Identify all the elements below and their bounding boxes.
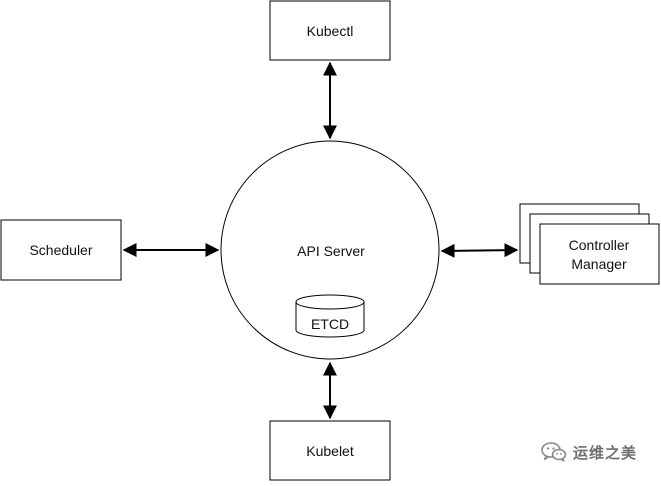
watermark-text: 运维之美 [573,443,638,462]
etcd-cylinder-top [295,294,365,310]
etcd-node: ETCD [295,294,365,338]
kubelet-box [269,420,391,481]
controller-manager-front-box [539,223,660,285]
kubectl-box [269,0,391,61]
api-controller-manager-arrow [440,243,519,258]
api-server-node: API Server [220,140,440,360]
controller-manager-label-line-1: Controller [569,237,630,253]
etcd-label: ETCD [311,316,349,332]
controller-manager-node: Controller Manager [519,203,660,285]
watermark: 运维之美 [541,441,637,463]
scheduler-label: Scheduler [29,242,92,258]
controller-manager-label-line-2: Manager [571,256,627,272]
kubelet-node: Kubelet [269,420,391,481]
wechat-icon [541,442,567,462]
kubelet-label: Kubelet [306,443,354,459]
scheduler-box [0,219,122,281]
kubectl-label: Kubectl [307,23,354,39]
scheduler-node: Scheduler [0,219,122,281]
kubectl-node: Kubectl [269,0,391,61]
api-server-label: API Server [297,243,365,259]
api-server-circle [220,140,440,360]
etcd-cylinder-body [295,302,365,338]
